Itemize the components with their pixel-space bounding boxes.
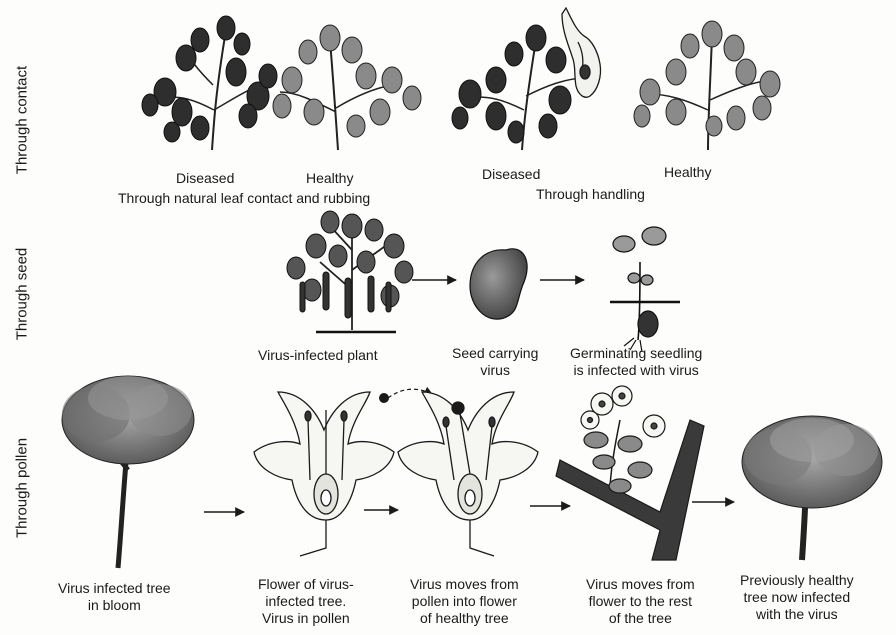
label-healthy-2: Healthy (664, 164, 711, 181)
virus-infected-bean-plant (287, 211, 413, 332)
pollen-grain (379, 393, 389, 403)
label-healthy-1: Healthy (306, 170, 353, 187)
label-step4-flower-to-tree: Virus moves from flower to the rest of t… (586, 576, 695, 627)
previously-healthy-tree-infected (742, 416, 882, 560)
diseased-plant-1 (142, 16, 277, 150)
virus-seed (470, 249, 527, 319)
healthy-plant-2 (634, 21, 780, 150)
infected-tree-in-bloom (62, 376, 194, 568)
flower-healthy-tree (398, 392, 538, 556)
label-step3-pollen-to-flower: Virus moves from pollen into flower of h… (410, 576, 519, 627)
handling-hand (562, 8, 601, 97)
flower-infected-tree (254, 392, 394, 556)
section-label-pollen: Through pollen (14, 438, 31, 538)
germinating-seedling (610, 227, 680, 352)
label-step5-healthy-now-infected: Previously healthy tree now infected wit… (740, 572, 854, 623)
caption-handling: Through handling (536, 186, 645, 203)
label-step1-infected-tree: Virus infected tree in bloom (58, 580, 171, 614)
label-seed-carrying-virus: Seed carrying virus (452, 345, 538, 379)
caption-leaf-contact: Through natural leaf contact and rubbing (118, 190, 370, 207)
label-diseased-2: Diseased (482, 166, 540, 183)
label-diseased-1: Diseased (176, 170, 234, 187)
section-label-contact: Through contact (14, 66, 31, 174)
section-label-seed: Through seed (14, 248, 31, 341)
branch-with-flowers (556, 386, 704, 560)
label-virus-infected-plant: Virus-infected plant (258, 347, 378, 364)
label-germinating-seedling: Germinating seedling is infected with vi… (570, 345, 702, 379)
label-step2-flower-infected: Flower of virus- infected tree. Virus in… (258, 576, 354, 627)
healthy-plant-1 (273, 25, 421, 150)
